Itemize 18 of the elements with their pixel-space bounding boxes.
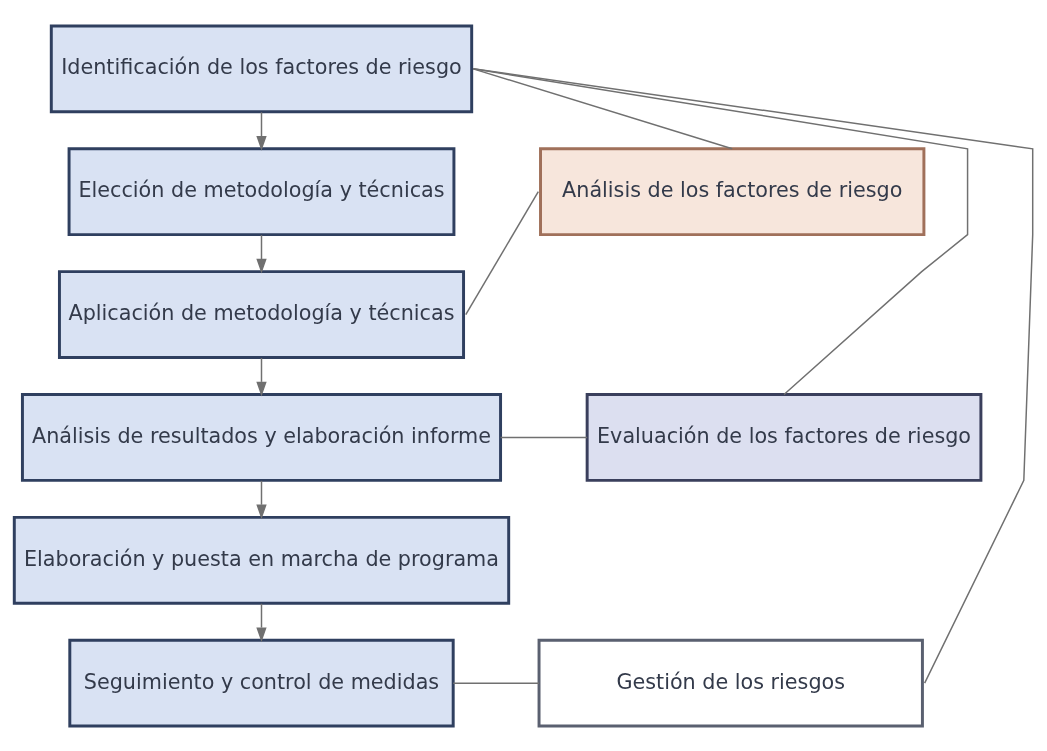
node-box: Gestión de los riesgos [537,638,924,728]
connector [465,190,540,315]
node-box: Identificación de los factores de riesgo [49,23,474,113]
arrow [256,479,267,519]
node-box: Elección de metodología y técnicas [67,146,456,236]
connector [472,67,1034,684]
arrow [256,356,267,396]
arrow [256,602,267,642]
node-box: Elaboración y puesta en marcha de programa [12,515,511,605]
node-box: Aplicación de metodología y técnicas [57,269,466,359]
node-box: Análisis de los factores de riesgo [539,146,926,236]
connector [452,681,540,684]
node-box: Análisis de resultados y elaboración informe [20,392,503,482]
connector [499,436,588,438]
node-box: Seguimiento y control de medidas [68,638,455,728]
arrow [256,111,267,151]
arrow [256,233,267,274]
node-box: Evaluación de los factores de riesgo [585,392,983,482]
